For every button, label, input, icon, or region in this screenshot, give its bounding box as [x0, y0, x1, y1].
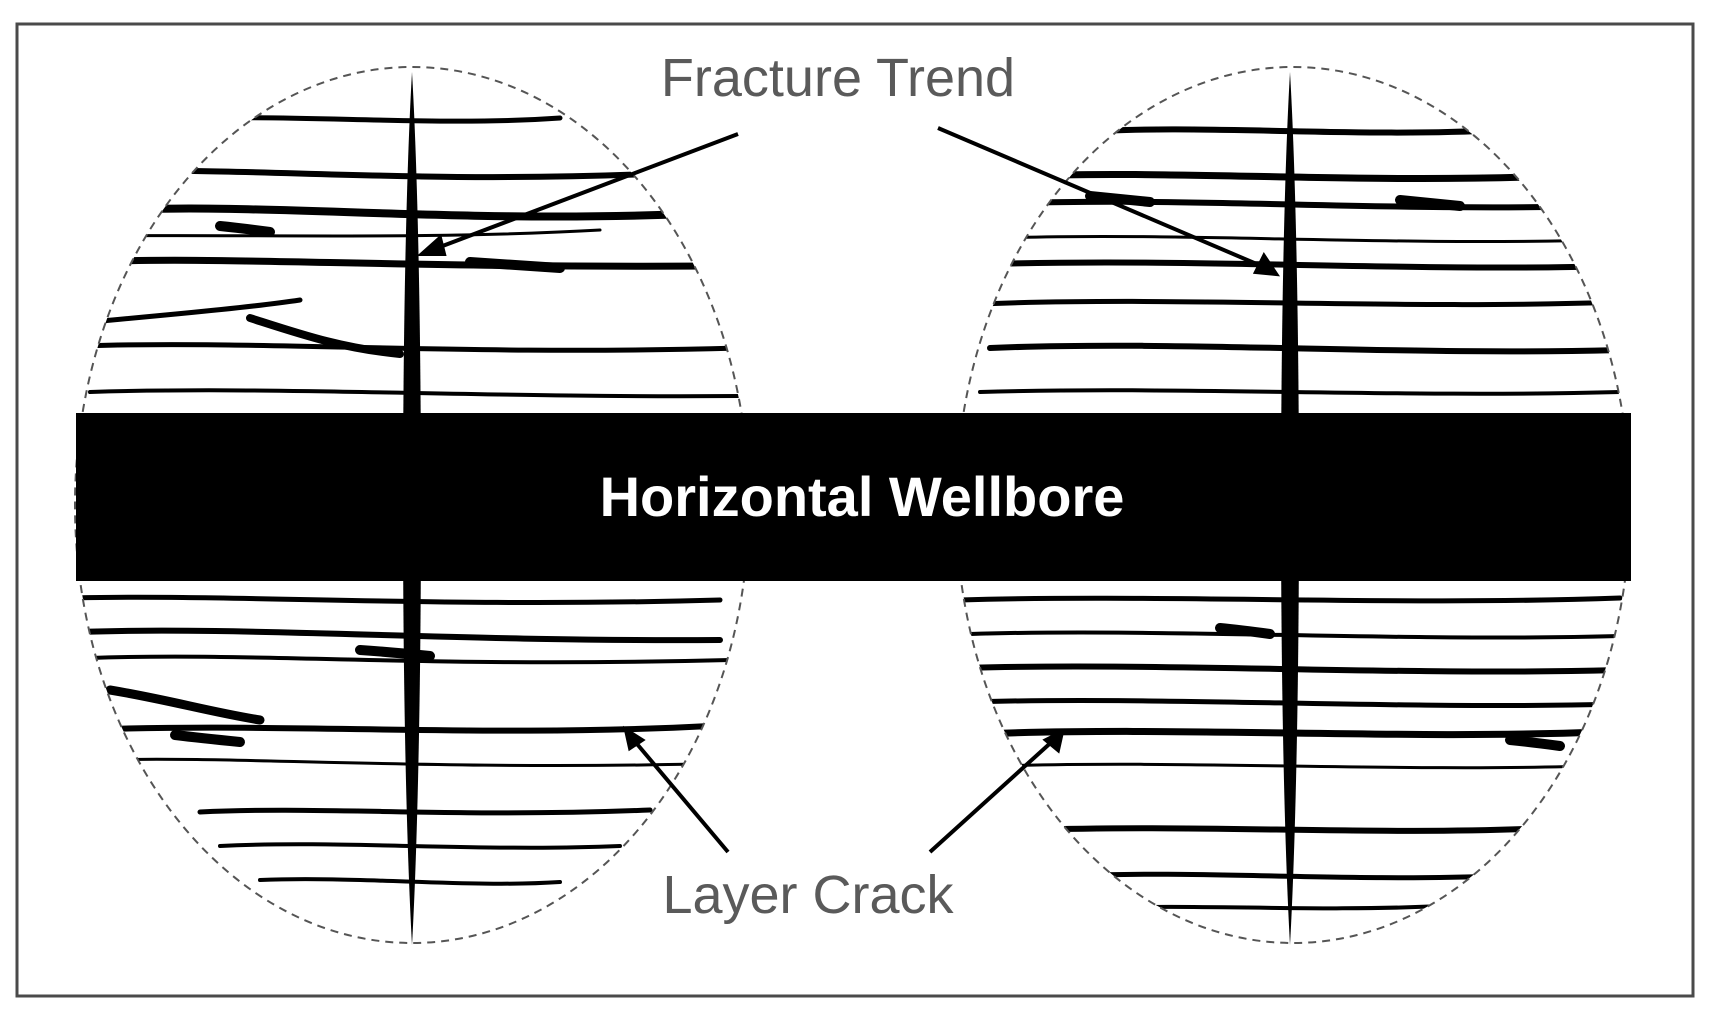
fracture-trend-leader-left: [431, 132, 739, 252]
fracture-trend-arrowhead-left: [416, 234, 447, 256]
fracture-trend-leader-right: [937, 126, 1267, 270]
layer-crack-leader-right: [928, 736, 1058, 854]
layer-crack-arrowhead-left: [623, 725, 646, 752]
layer-crack-leader-left: [630, 736, 730, 854]
fracture-trend-label: Fracture Trend: [661, 48, 1015, 108]
layer-crack-label: Layer Crack: [662, 865, 954, 925]
wellbore-label: Horizontal Wellbore: [600, 465, 1125, 528]
horizontal-wellbore-bar: [76, 413, 1631, 581]
fracture-trend-arrowhead-right: [1252, 252, 1281, 277]
layer-crack-leader-lines: [623, 725, 1065, 854]
fracture-trend-leader-lines: [416, 126, 1281, 277]
layer-crack-arrowhead-right: [1042, 728, 1065, 754]
